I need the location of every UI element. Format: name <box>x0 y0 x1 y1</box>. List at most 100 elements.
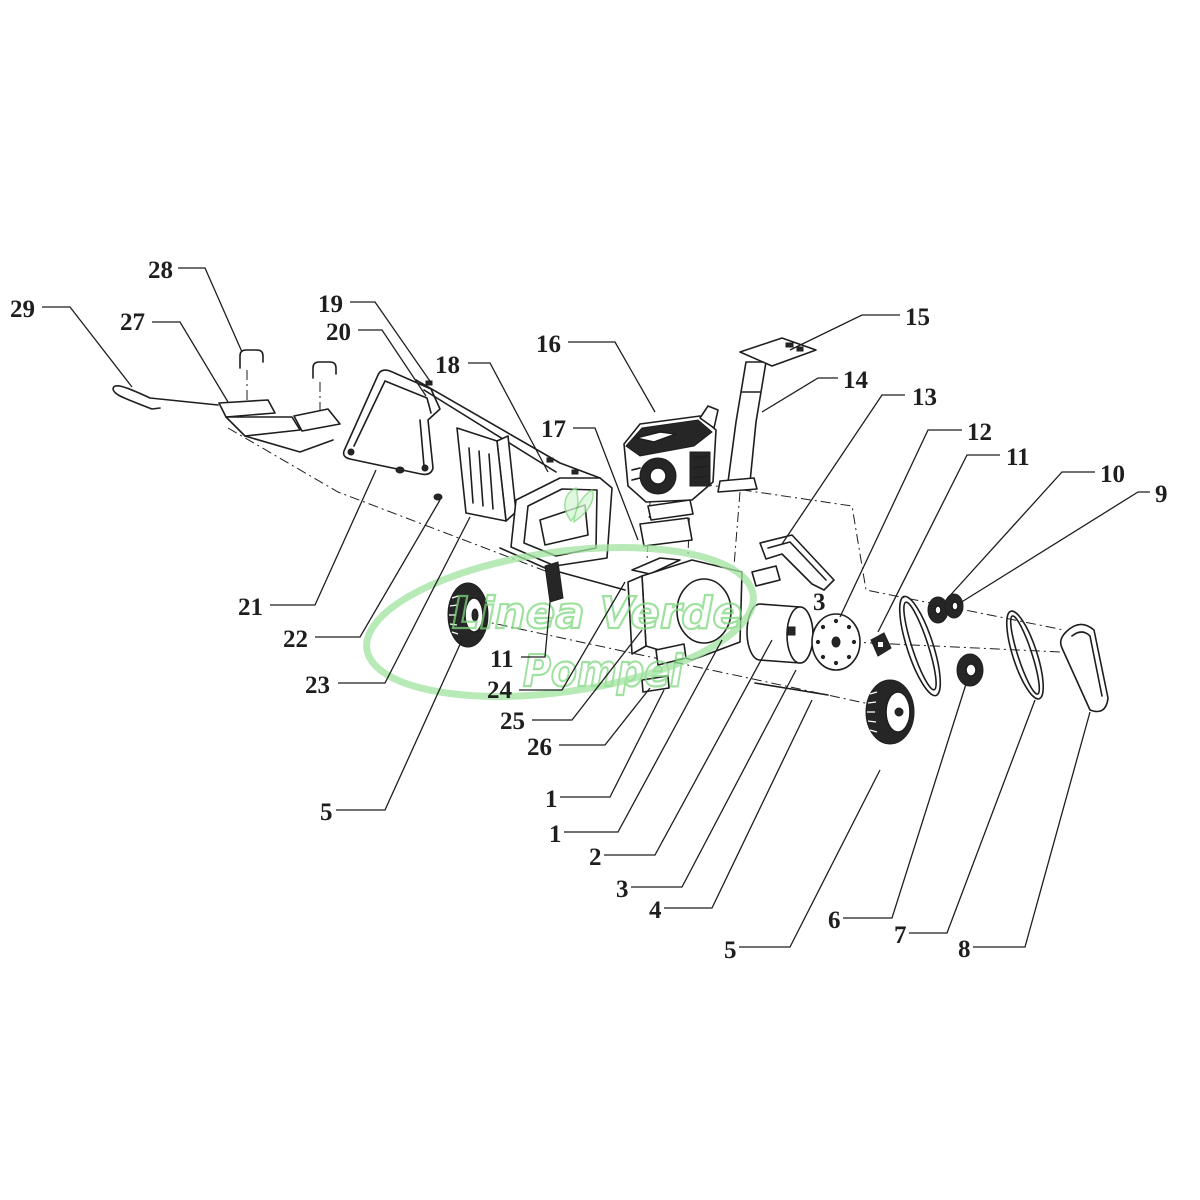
wheel-center <box>471 608 479 622</box>
part-housing-opening <box>676 578 732 644</box>
disc-hole <box>846 624 852 630</box>
leader-line <box>336 639 463 811</box>
leader-line <box>178 267 243 353</box>
part-wheel-left <box>447 582 489 648</box>
part-belt-cover <box>1059 623 1109 713</box>
callout-9: 9 <box>959 481 1168 604</box>
part-v-belt <box>1005 610 1045 700</box>
leader-line <box>350 301 433 385</box>
callout-28: 28 <box>148 257 243 353</box>
callout-number: 17 <box>541 416 566 443</box>
callout-27: 27 <box>120 309 229 403</box>
bearing-bore <box>878 642 883 647</box>
callout-number: 11 <box>1006 444 1030 471</box>
part-housing-flange <box>627 575 647 655</box>
engine-tank-cap <box>635 431 677 443</box>
callout-5-left: 5 <box>320 639 463 826</box>
callout-6: 6 <box>828 683 967 934</box>
callout-3-lower: 3 <box>616 669 797 903</box>
callout-number: 1 <box>549 821 562 848</box>
callout-number: 12 <box>967 419 992 446</box>
guide-chute <box>733 491 741 567</box>
part-tray-edge <box>244 435 334 453</box>
leader-line <box>843 683 967 919</box>
leader-line <box>839 429 962 618</box>
part-bracket-leg <box>751 565 781 587</box>
callout-number: 13 <box>912 384 937 411</box>
part-drive-belt <box>898 595 942 697</box>
part-tray <box>218 399 276 418</box>
leader-line <box>519 581 626 691</box>
callout-29: 29 <box>10 296 133 388</box>
part-rotor-key <box>787 626 796 636</box>
callout-number: 19 <box>318 291 343 318</box>
part-chute-flange <box>717 477 758 493</box>
bolt <box>433 493 443 501</box>
callout-4: 4 <box>649 699 813 924</box>
leader-line <box>973 711 1091 948</box>
callout-14: 14 <box>761 367 869 413</box>
engine-starter-hub <box>649 467 667 485</box>
engine-air-filter <box>699 405 719 429</box>
callouts: 28 29 27 19 20 16 15 18 <box>10 257 1168 964</box>
leader-line <box>568 341 656 413</box>
leader-line <box>909 699 1036 934</box>
bolt <box>395 466 405 474</box>
callout-number: 5 <box>724 937 737 964</box>
part-wheel-right <box>865 679 915 745</box>
part-frame-bracket <box>544 561 564 603</box>
callout-8: 8 <box>958 711 1091 963</box>
callout-25: 25 <box>500 629 643 735</box>
callout-18: 18 <box>435 352 549 473</box>
part-engine <box>623 405 719 503</box>
callout-7: 7 <box>894 699 1036 949</box>
leader-line <box>270 469 377 606</box>
callout-12: 12 <box>839 419 992 618</box>
leader-line <box>559 687 651 746</box>
disc-hole <box>833 660 839 666</box>
engine-fins <box>631 455 709 481</box>
leader-line <box>468 362 549 473</box>
callout-1-a: 1 <box>545 689 665 813</box>
leader-line <box>560 689 665 798</box>
pulley-bore <box>951 601 959 611</box>
part-handle <box>112 384 219 410</box>
part-spacer <box>641 675 670 693</box>
wheel-center <box>894 707 904 717</box>
belt-outer <box>898 595 942 697</box>
disc-hole <box>820 654 826 660</box>
callout-number: 6 <box>828 907 841 934</box>
callout-number: 7 <box>894 922 907 949</box>
disc-hole <box>833 618 839 624</box>
watermark-leaf-icon <box>573 488 594 524</box>
callout-number: 16 <box>536 331 561 358</box>
callout-3-upper: 3 <box>813 589 826 616</box>
callout-number: 9 <box>1155 481 1168 508</box>
callout-number: 1 <box>545 786 558 813</box>
callout-number: 26 <box>527 734 552 761</box>
callout-20: 20 <box>326 319 427 397</box>
callout-13: 13 <box>781 384 937 545</box>
v-belt-inner <box>1009 615 1041 695</box>
callout-number: 3 <box>813 589 826 616</box>
wheel-tread <box>867 691 878 733</box>
disc-holes <box>815 618 857 666</box>
leader-line <box>358 329 427 397</box>
deflector-bolt <box>785 342 794 348</box>
part-engine-plate <box>639 517 693 547</box>
part-deflector-plate <box>739 337 817 367</box>
part-discharge-chute <box>727 361 767 483</box>
callout-22: 22 <box>283 499 441 653</box>
leader-line <box>761 377 838 413</box>
callout-number: 24 <box>487 677 513 704</box>
bolt <box>421 464 429 472</box>
pulley-bore <box>965 663 977 677</box>
bolt <box>347 448 355 456</box>
callout-number: 14 <box>843 367 869 394</box>
callout-16: 16 <box>536 331 656 413</box>
leader-line <box>959 491 1150 604</box>
callout-number: 4 <box>649 897 662 924</box>
disc-hole <box>846 654 852 660</box>
leader-line <box>152 321 229 403</box>
part-engine-mount <box>647 499 694 521</box>
